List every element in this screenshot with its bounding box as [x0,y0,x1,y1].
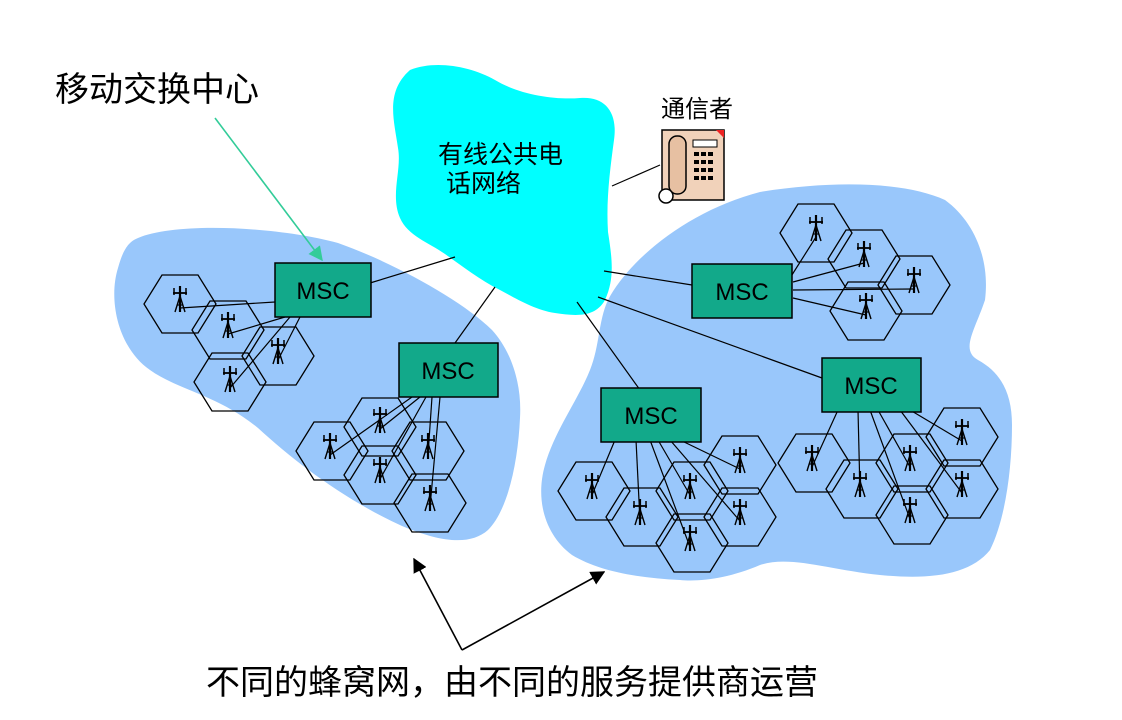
hex-cell [655,513,729,573]
msc-pointer-arrow [214,117,323,262]
link-tower-msc [669,439,741,522]
cell-group-2 [295,396,467,533]
link-tower-msc [679,439,741,470]
link-tower-msc [427,396,433,456]
link-tower-msc [877,409,911,468]
cell-group-1 [143,274,315,412]
link-tower-msc [229,316,291,389]
link-phone-pstn [611,164,661,187]
link-tower-msc [909,409,963,442]
hex-cell [191,300,265,360]
hex-cell [241,326,315,386]
hex-cell [295,421,369,481]
hex-cell [877,255,951,315]
hex-cell [827,229,901,289]
msc-label: MSC [844,373,897,400]
hex-cell [391,421,465,481]
cell-group-3 [779,203,951,341]
link-msc4-pstn [576,301,641,391]
hex-cell [143,274,217,334]
link-tower-msc [792,288,915,291]
msc-label: MSC [296,278,349,305]
hex-cell [393,473,467,533]
link-tower-msc [429,396,441,508]
hex-cell [343,397,417,457]
link-tower-msc [277,316,301,361]
pstn-cloud [393,65,615,315]
msc-node-3: MSC [691,263,793,319]
cell-group-4 [557,435,777,573]
hex-cell [703,487,777,547]
hex-cell [557,461,631,521]
hex-cell [925,407,999,467]
link-tower-msc [227,316,286,335]
msc-label: MSC [421,358,474,385]
link-tower-msc [657,439,691,496]
msc-label: MSC [624,403,677,430]
link-tower-msc [379,396,427,480]
link-msc3-pstn [603,270,693,286]
link-tower-msc [792,297,867,316]
telephone-icon [658,129,725,204]
link-tower-msc [379,396,421,430]
hex-cell [825,459,899,519]
msc-node-4: MSC [600,387,702,443]
hex-cell [779,203,853,263]
link-tower-msc [649,439,691,548]
cell-group-5 [777,407,999,545]
hex-cell [829,281,903,341]
msc-node-2: MSC [398,342,499,398]
hex-cell [193,352,267,412]
hex-cell [655,461,729,521]
caption-arrows [413,557,606,651]
link-tower-msc [811,409,839,468]
link-tower-msc [179,301,276,309]
hex-cell [875,433,949,493]
caption-text: 不同的蜂窝网，由不同的服务提供商运营 [206,663,818,703]
msc-node-5: MSC [821,357,922,413]
hex-cell [925,459,999,519]
pstn-label-line-1: 有线公共电 [438,140,563,169]
cellular-network-region-right [541,184,1012,581]
link-msc5-pstn [597,296,823,379]
hex-cell [777,433,851,493]
hex-cell [875,485,949,545]
link-msc1-pstn [369,256,456,284]
link-msc2-pstn [454,286,496,344]
hex-cell [703,435,777,495]
caller-label: 通信者 [661,95,733,123]
link-tower-msc [869,409,911,520]
link-tower-msc [899,409,963,494]
msc-node-1: MSC [274,262,372,318]
msc-center-label: 移动交换中心 [55,70,259,110]
link-tower-msc [857,409,861,494]
link-tower-msc [591,439,616,496]
msc-label: MSC [715,279,768,306]
link-tower-msc [792,262,865,283]
link-tower-msc [789,236,817,279]
link-tower-msc [635,439,641,522]
pstn-label-line-2: 话网络 [446,169,521,198]
link-tower-msc [329,396,413,456]
hex-cell [605,487,679,547]
